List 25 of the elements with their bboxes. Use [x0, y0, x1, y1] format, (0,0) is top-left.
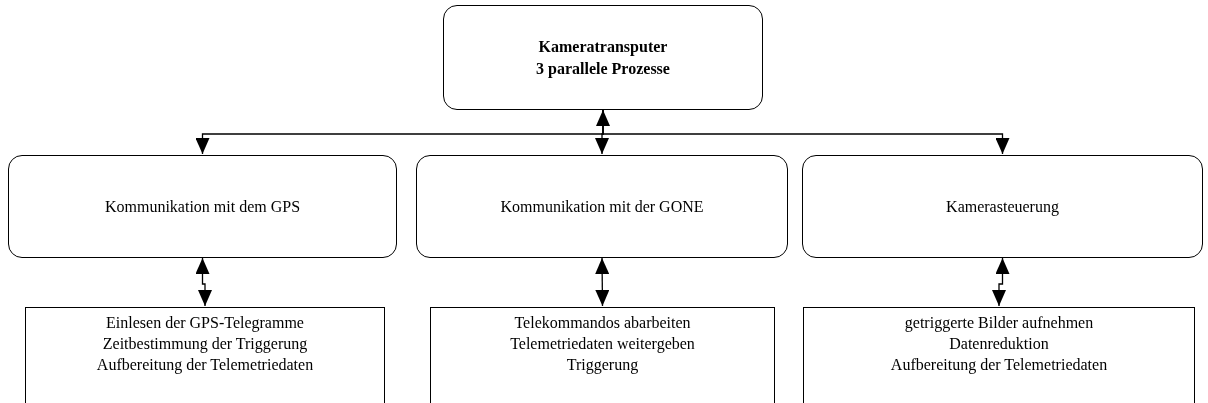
- task-box: [803, 307, 1195, 403]
- node-label: Kommunikation mit der GONE: [500, 197, 704, 216]
- node-text-line: Telekommandos abarbeiten: [514, 313, 691, 333]
- node-text-line: Triggerung: [566, 355, 639, 375]
- task-box: [430, 307, 775, 403]
- arrow: [595, 257, 610, 307]
- node-label: Kamerasteuerung: [946, 197, 1059, 216]
- node-text-line: Kameratransputer: [538, 36, 668, 58]
- node-text-line: Telemetriedaten weitergeben: [510, 334, 695, 354]
- node-text-line: Einlesen der GPS-Telegramme: [106, 313, 304, 333]
- process-box: [416, 155, 788, 258]
- process-box: [8, 155, 397, 258]
- task-box: [25, 307, 385, 403]
- arrow: [602, 109, 1010, 155]
- node-text-line: Aufbereitung der Telemetriedaten: [890, 355, 1108, 375]
- node-text-line: Datenreduktion: [949, 334, 1049, 354]
- process-box: [802, 155, 1203, 258]
- node-label: Kommunikation mit dem GPS: [104, 197, 301, 216]
- arrow: [195, 257, 212, 307]
- process-box: [443, 5, 763, 110]
- arrow: [992, 257, 1010, 307]
- node-text-line: Zeitbestimmung der Triggerung: [102, 334, 308, 354]
- node-text-line: getriggerte Bilder aufnehmen: [904, 313, 1094, 333]
- node-text-line: 3 parallele Prozesse: [536, 58, 670, 80]
- node-text-line: Aufbereitung der Telemetriedaten: [96, 355, 314, 375]
